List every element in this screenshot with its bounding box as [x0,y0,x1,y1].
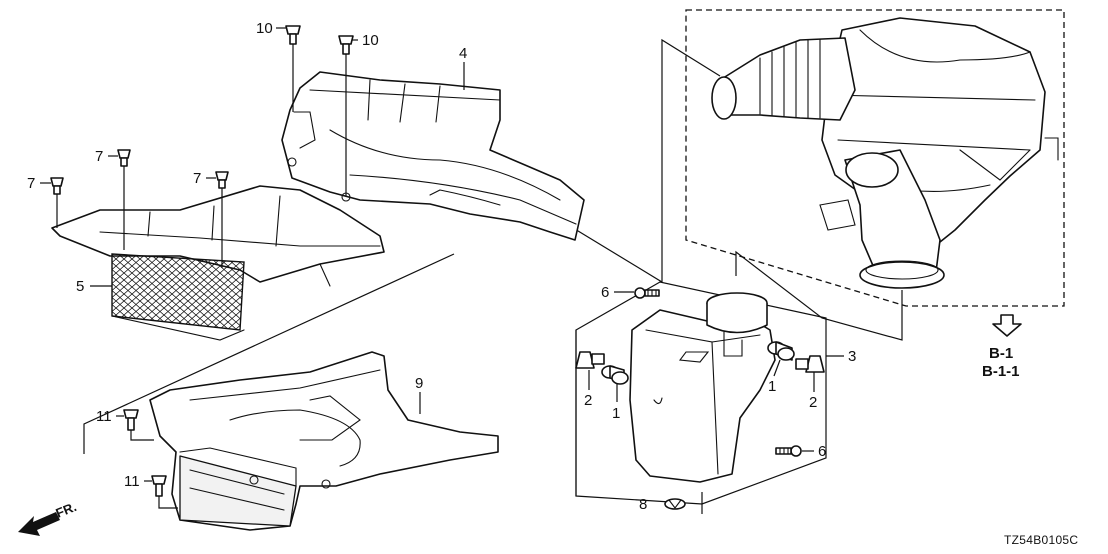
callout-4: 4 [459,45,467,62]
bolt-icon [634,287,660,299]
air-guide-cover-group [51,185,385,341]
reference-b1: B-1 [989,345,1013,362]
callout-10: 10 [256,20,273,37]
clip-icon [664,498,686,510]
clip-icon [575,351,605,369]
clip-icon [123,409,154,441]
callout-5: 5 [76,278,84,295]
callout-7: 7 [193,170,201,187]
clip-icon [117,149,131,250]
air-cleaner-dashed-frame [685,9,1065,307]
clip-icon [151,475,178,509]
callouts: 10 10 4 7 7 7 5 9 11 11 6 6 3 2 2 1 1 8 [27,20,856,513]
clip-icon [795,355,825,373]
callout-2: 2 [584,392,592,409]
air-cleaner-group [685,9,1065,307]
bolt-icon [775,445,802,457]
reference-group: B-1 B-1-1 [982,314,1022,380]
callout-1: 1 [768,378,776,395]
mesh-screen [111,253,245,331]
resonator-group [575,281,827,505]
grommet-icon [601,365,629,385]
callout-7: 7 [95,148,103,165]
lower-air-duct-group [149,351,499,531]
callout-1: 1 [612,405,620,422]
air-intake-duct-group [281,71,585,241]
diagram-code: TZ54B0105C [1004,533,1078,547]
clip-icon [50,177,64,228]
clip-icon [215,171,229,268]
front-label: FR. [54,499,79,521]
air-intake-duct [281,71,585,241]
callout-11: 11 [96,408,112,425]
air-intake-tube [719,37,856,121]
front-direction-arrow-icon [18,512,60,536]
callout-9: 9 [415,375,423,392]
grommet-icon [767,341,795,361]
callout-6: 6 [818,443,826,460]
callout-11: 11 [124,473,140,490]
clip-icon [338,35,354,196]
callout-7: 7 [27,175,35,192]
reference-b1-1: B-1-1 [982,363,1020,380]
leader-lines [40,27,844,482]
callout-6: 6 [601,284,609,301]
front-direction-group: FR. [18,499,79,536]
fastener-group [50,25,825,514]
down-outline-arrow-icon [992,314,1022,337]
air-cleaner-housing [821,17,1046,251]
callout-2: 2 [809,394,817,411]
callout-10: 10 [362,32,379,49]
callout-8: 8 [639,496,647,513]
clip-icon [285,25,301,112]
callout-3: 3 [848,348,856,365]
